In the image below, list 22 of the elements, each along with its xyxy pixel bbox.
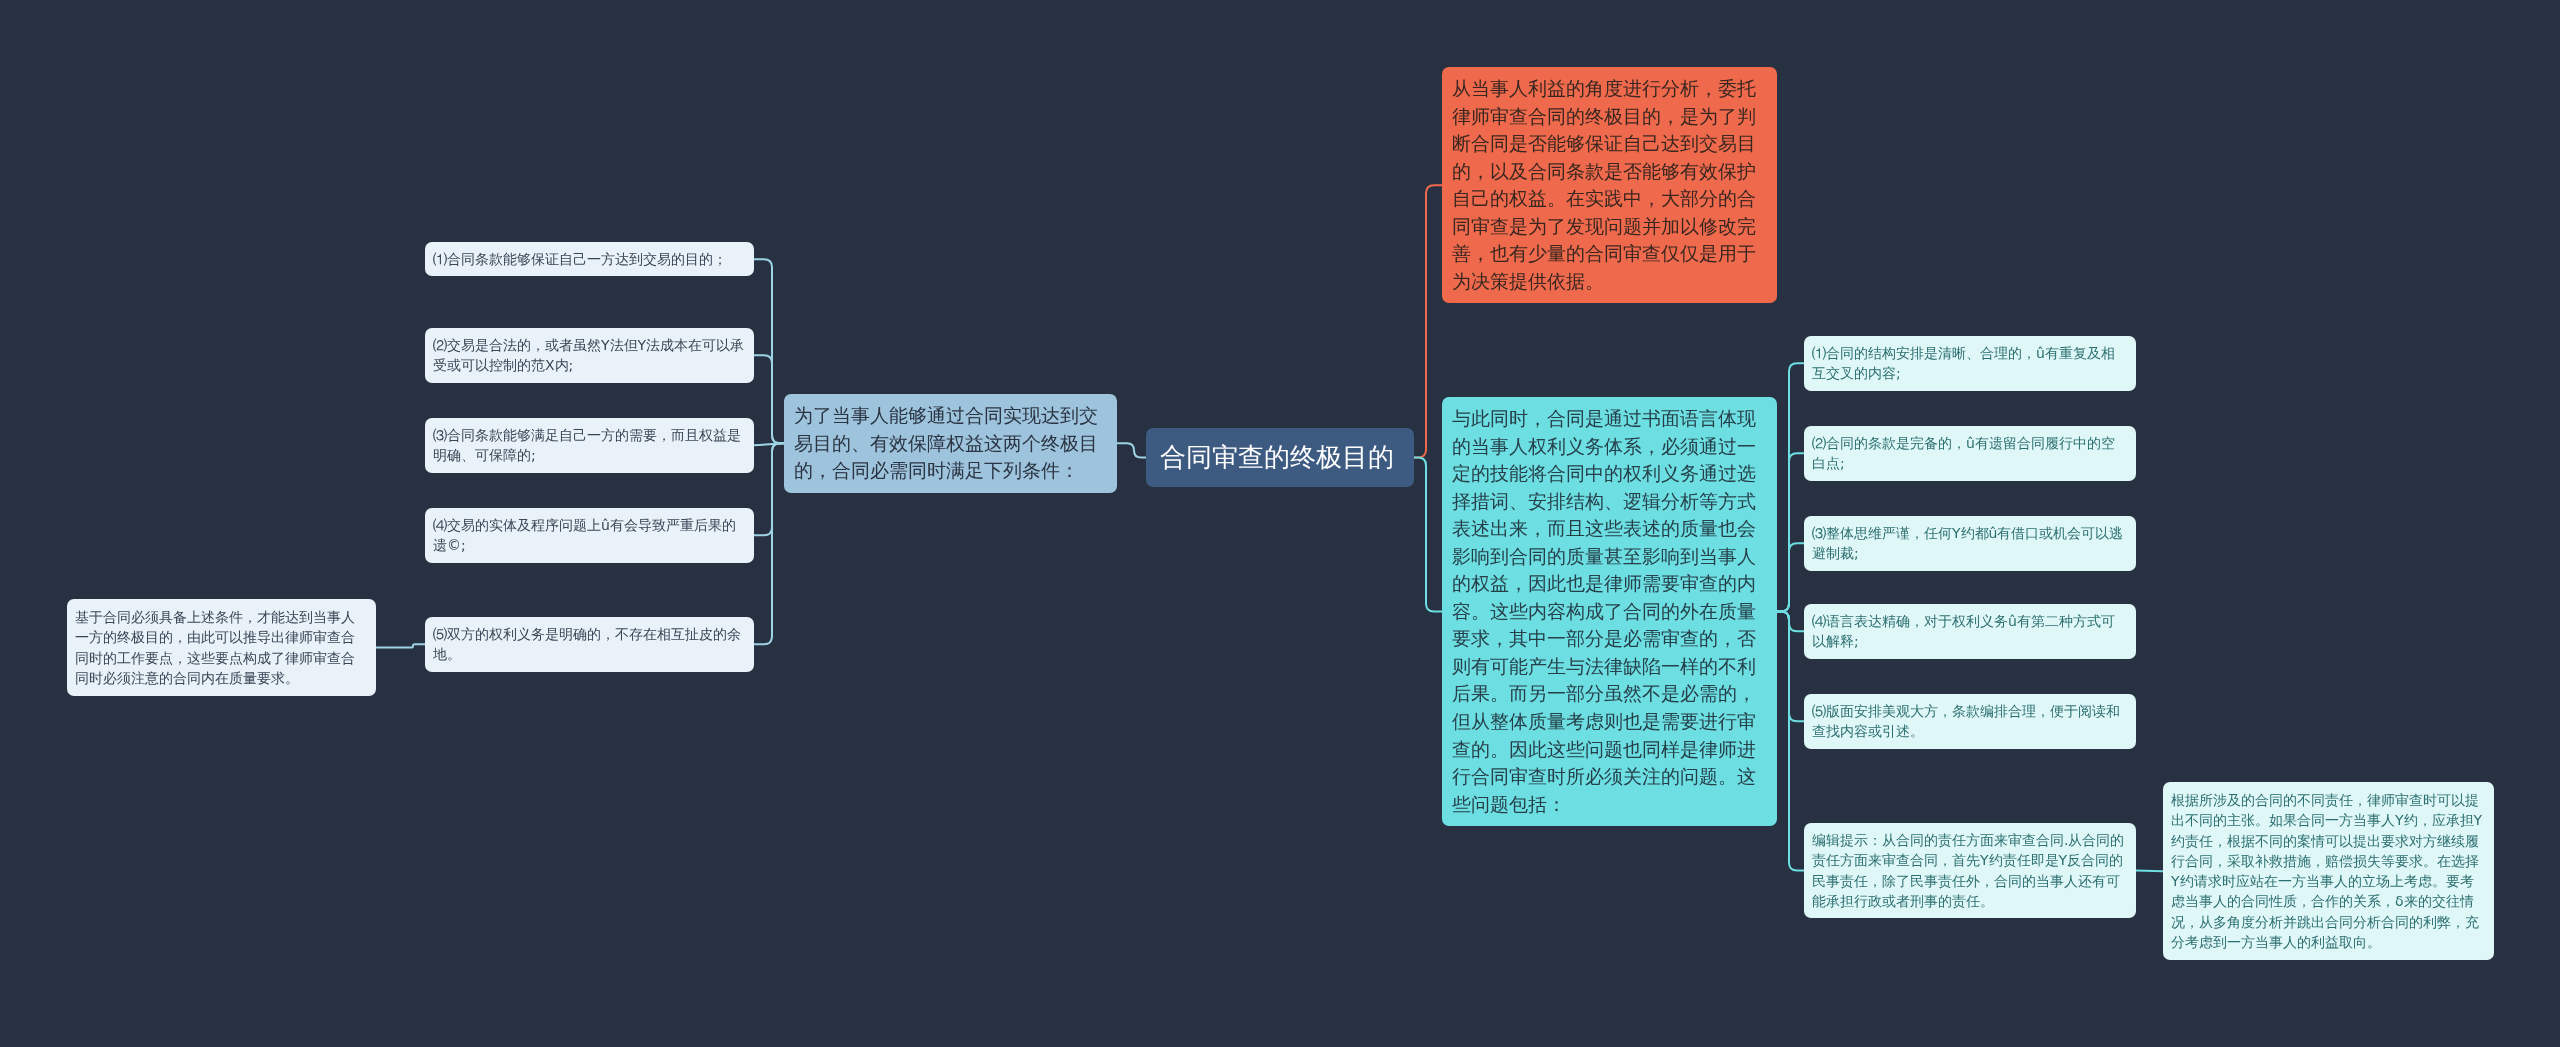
- note-box: 基于合同必须具备上述条件，才能达到当事人一方的终极目的，由此可以推导出律师审查合同时的工作要点，这些要点构成了律师审查合同时必须注意的合同内在质量要求。: [67, 599, 376, 697]
- subtopic-box: ⑸版面安排美观大方，条款编排合理，便于阅读和查找内容或引述。: [1804, 694, 2136, 749]
- topic-box: 为了当事人能够通过合同实现达到交易目的、有效保障权益这两个终极目的，合同必需同时满足下列条件：: [784, 394, 1117, 493]
- subtopic-box: ⑴合同条款能够保证自己一方达到交易的目的；: [425, 242, 754, 277]
- connector-line: [375, 643, 426, 649]
- subtopic-box: ⑶合同条款能够满足自己一方的需要，而且权益是明确、可保障的;: [425, 418, 754, 473]
- subtopic-box: ⑴合同的结构安排是清晰、合理的，û有重复及相互交叉的内容;: [1804, 336, 2136, 391]
- subtopic-box: ⑶整体思维严谨，任何Y约都û有借口或机会可以逃避制裁;: [1804, 516, 2136, 571]
- topic-box: 与此同时，合同是通过书面语言体现的当事人权利义务体系，必须通过一定的技能将合同中的权利义务通过选择措词、安排结构、逻辑分析等方式表述出来，而且这些表述的质量也会影响到合同的质量甚至影响到当事人的权益，因此也是律师需要审查的内容。这些内容构成了合同的外在质量要求，其中一部分是必需审查的，否则有可能产生与法律缺陷一样的不利后果。而另一部分虽然不是必需的，但从整体质量考虑则也是需要进行审查的。因此这些问题也同样是律师进行合同审查时所必须关注的问题。这些问题包括：: [1442, 397, 1777, 827]
- subtopic-box: ⑷语言表达精确，对于权利义务û有第二种方式可以解释;: [1804, 604, 2136, 659]
- subtopic-box: 编辑提示：从合同的责任方面来审查合同.从合同的责任方面来审查合同，首先Y约责任即是Y反合同的民事责任，除了民事责任外，合同的当事人还有可能承担行政或者刑事的责任。: [1804, 823, 2136, 919]
- connector-line: [1116, 442, 1147, 459]
- subtopic-box: ⑷交易的实体及程序问题上û有会导致严重后果的遗©;: [425, 508, 754, 563]
- connector-line: [1413, 456, 1443, 613]
- topic-box: 从当事人利益的角度进行分析，委托律师审查合同的终极目的，是为了判断合同是否能够保证自己达到交易目的，以及合同条款是否能够有效保护自己的权益。在实践中，大部分的合同审查是为了发现问题并加以修改完善，也有少量的合同审查仅仅是用于为决策提供依据。: [1442, 67, 1777, 304]
- connector-line: [753, 442, 785, 646]
- subtopic-box: ⑵合同的条款是完备的，û有遗留合同履行中的空白点;: [1804, 426, 2136, 481]
- subtopic-box: ⑵交易是合法的，或者虽然Y法但Y法成本在可以承受或可以控制的范X内;: [425, 328, 754, 383]
- subtopic-box: ⑸双方的权利义务是明确的，不存在相互扯皮的余地。: [425, 617, 754, 672]
- central-topic-box: 合同审查的终极目的: [1146, 428, 1414, 488]
- connector-line: [2135, 869, 2164, 873]
- note-box: 根据所涉及的合同的不同责任，律师审查时可以提出不同的主张。如果合同一方当事人Y约，应承担Y约责任，根据不同的案情可以提出要求对方继续履行合同，采取补救措施，赔偿损失等要求。在选择Y约请求时应站在一方当事人的立场上考虑。要考虑当事人的合同性质，合作的关系，δ来的交往情况，从多角度分析并跳出合同分析合同的利弊，充分考虑到一方当事人的利益取向。: [2163, 782, 2494, 961]
